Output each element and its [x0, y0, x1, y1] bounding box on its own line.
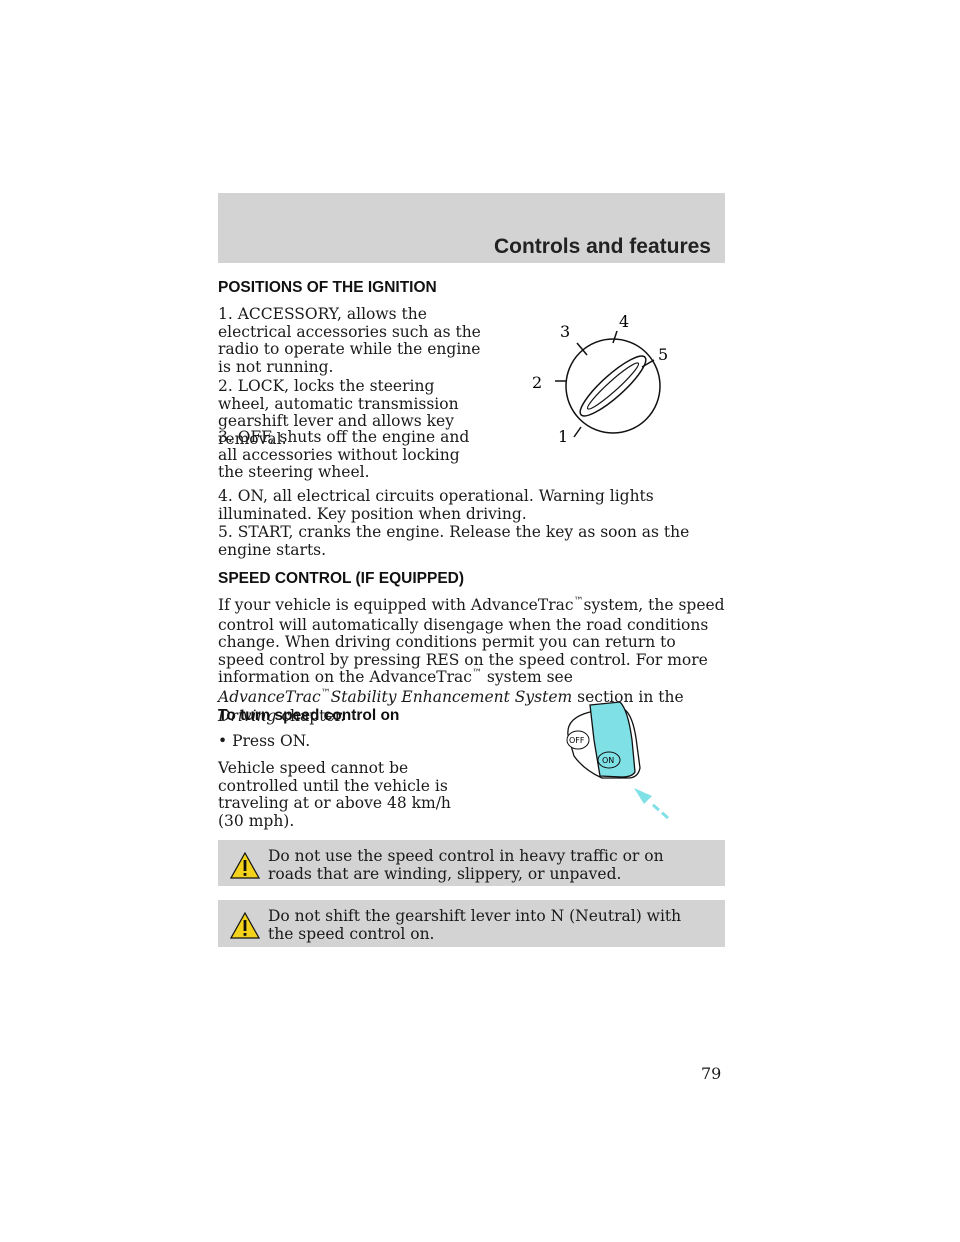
ignition-item-1: 1. ACCESSORY, allows the electrical acce…: [218, 305, 481, 376]
off-button[interactable]: [566, 730, 590, 750]
warning-icon: [230, 852, 260, 879]
ignition-heading: POSITIONS OF THE IGNITION: [218, 279, 437, 296]
on-button-label: ON: [602, 756, 614, 765]
ignition-item-4: 4. ON, all electrical circuits operation…: [218, 487, 654, 523]
position-label-4: 4: [619, 312, 629, 331]
bullet-item: • Press ON.: [218, 732, 311, 750]
on-button-face: [597, 751, 621, 769]
position-label-3: 3: [560, 322, 570, 341]
speed-note: Vehicle speed cannot be controlled until…: [218, 759, 451, 830]
key-slot-icon: [579, 355, 647, 417]
turn-on-heading: To turn speed control on: [218, 707, 400, 724]
warning-text-1: Do not use the speed control in heavy tr…: [268, 847, 664, 883]
ignition-item-5: 5. START, cranks the engine. Release the…: [218, 523, 690, 559]
warning-box-1: Do not use the speed control in heavy tr…: [218, 840, 725, 886]
off-button-label: OFF: [569, 736, 585, 745]
warning-box-2: Do not shift the gearshift lever into N …: [218, 900, 725, 947]
tick-4: [612, 330, 618, 344]
position-label-2: 2: [532, 373, 542, 392]
arrow-head-icon: [634, 788, 652, 804]
tick-3: [576, 342, 588, 356]
speed-control-paragraph: If your vehicle is equipped with Advance…: [218, 596, 725, 725]
section-title: Controls and features: [493, 235, 711, 258]
ignition-diagram: 1 2 3 4 5: [532, 312, 668, 446]
speed-control-heading: SPEED CONTROL (IF EQUIPPED): [218, 570, 465, 587]
ignition-item-3: 3. OFF, shuts off the engine and all acc…: [218, 428, 470, 481]
tick-1: [573, 426, 582, 438]
position-label-1: 1: [558, 427, 568, 446]
page-header: Controls and features: [218, 193, 725, 263]
position-label-5: 5: [658, 345, 668, 364]
warning-icon: [230, 912, 260, 939]
tick-5: [641, 359, 655, 368]
warning-text-2: Do not shift the gearshift lever into N …: [268, 907, 682, 943]
arrow-line: [651, 802, 669, 820]
page-number: 79: [701, 1064, 722, 1083]
ignition-item-2: 2. LOCK, locks the steering wheel, autom…: [218, 377, 459, 448]
speed-control-switch-diagram: OFF ON: [566, 701, 669, 820]
